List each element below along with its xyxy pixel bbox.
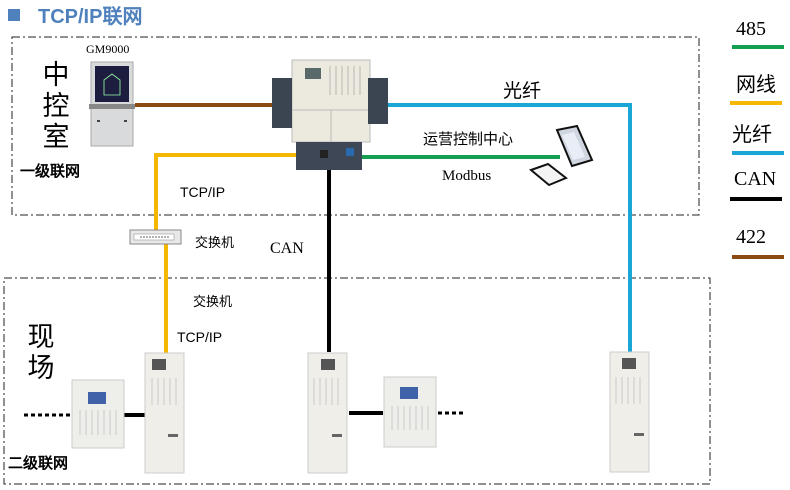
central-room-char: 控 — [42, 91, 70, 121]
fiber-line — [385, 103, 632, 352]
legend: 485 网线 光纤 CAN 422 — [730, 18, 788, 276]
can-label: CAN — [270, 240, 304, 257]
central-room-char: 中 — [42, 60, 70, 90]
modbus-label: Modbus — [442, 168, 492, 184]
central-room-label: 中 控 室 — [39, 60, 73, 153]
tcpip-upper-label: TCP/IP — [180, 184, 226, 200]
gm9000-label: GM9000 — [86, 42, 130, 56]
gm9000-workstation-icon — [89, 61, 135, 147]
bullet-square-icon — [8, 8, 20, 21]
level-one-network-label: 一级联网 — [20, 164, 81, 180]
legend-label: 485 — [736, 18, 766, 40]
title-text: TCP/IP联网 — [38, 6, 143, 28]
ethernet-upper-line — [154, 153, 296, 232]
legend-item-485: 485 — [730, 18, 788, 68]
legend-swatch-485 — [732, 45, 784, 49]
legend-label: CAN — [734, 168, 777, 190]
legend-swatch-fiber — [732, 151, 784, 155]
central-zone-border — [11, 36, 700, 216]
ops-center-label: 运营控制中心 — [423, 131, 514, 148]
cabinet-field-3-icon — [609, 351, 650, 473]
legend-swatch-ethernet — [730, 101, 782, 105]
legend-label: 网线 — [736, 74, 776, 96]
legend-label: 422 — [736, 226, 766, 248]
tcpip-lower-label: TCP/IP — [177, 329, 223, 345]
wall-panel-right-icon — [383, 376, 437, 448]
legend-item-422: 422 — [730, 226, 788, 276]
field-char: 现 — [27, 322, 55, 352]
network-switch-icon — [129, 229, 182, 245]
wall-panel-left-icon — [71, 379, 125, 449]
page-title: TCP/IP联网 — [8, 0, 142, 29]
legend-item-fiber: 光纤 — [730, 118, 788, 168]
ops-center-computer-icon — [529, 124, 594, 187]
legend-item-ethernet: 网线 — [730, 68, 788, 118]
central-room-char: 室 — [42, 122, 70, 152]
switch-label-lower: 交换机 — [193, 294, 233, 309]
main-controller-icon — [272, 59, 388, 170]
field-label: 现 场 — [24, 322, 58, 384]
legend-label: 光纤 — [732, 124, 772, 146]
cabinet-field-2-icon — [307, 352, 348, 474]
fiber-label: 光纤 — [503, 81, 542, 102]
level-two-network-label: 二级联网 — [8, 456, 69, 472]
field-zone-border — [3, 277, 711, 485]
switch-label-upper: 交换机 — [195, 235, 235, 250]
cabinet-field-1-icon — [144, 352, 185, 474]
field-char: 场 — [27, 353, 55, 383]
legend-swatch-can — [730, 197, 782, 201]
legend-item-can: CAN — [730, 168, 788, 226]
legend-swatch-422 — [732, 255, 784, 259]
